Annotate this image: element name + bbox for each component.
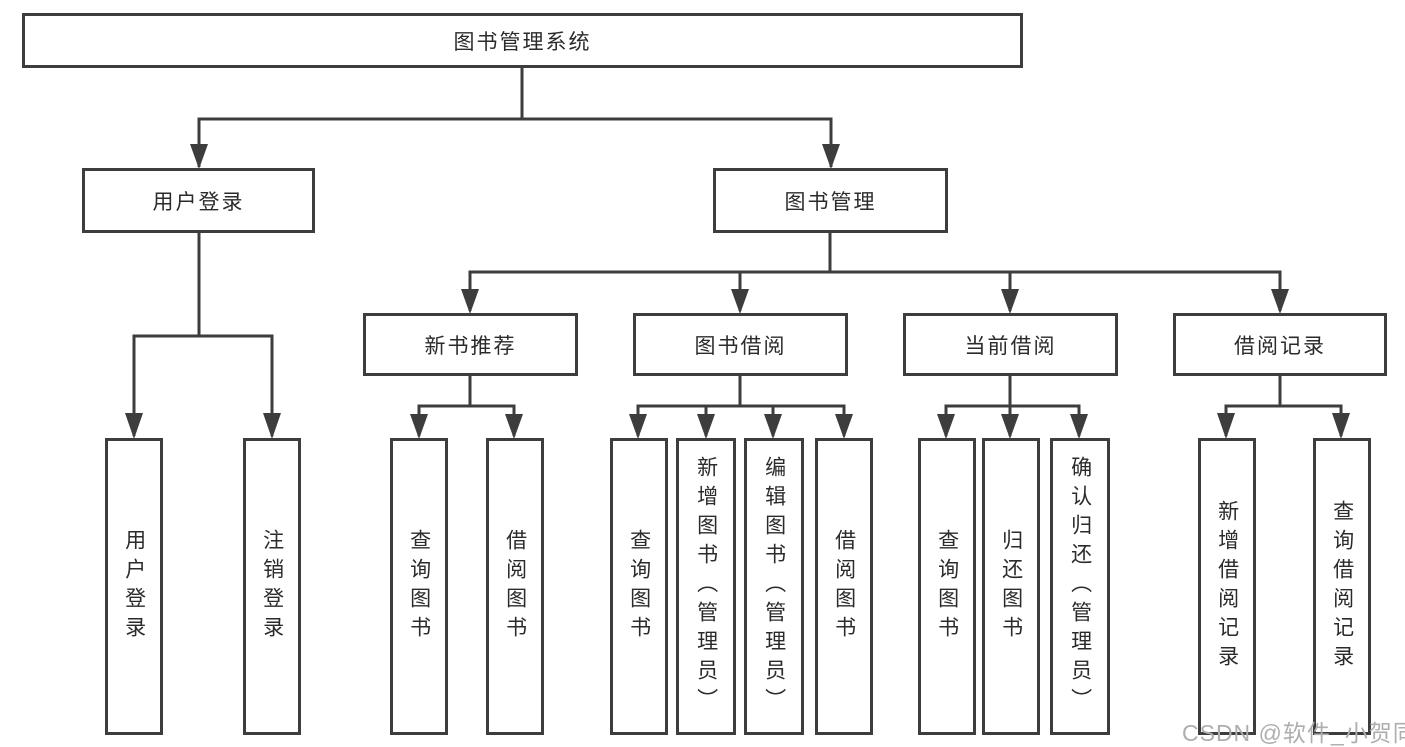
leaf-query-books-2: 查询图书 — [610, 438, 668, 735]
connector-new-book-rec-children — [410, 376, 523, 439]
leaf-logout: 注销登录 — [243, 438, 301, 735]
leaf-add-borrow-record: 新增借阅记录 — [1198, 438, 1256, 735]
node-book-borrow: 图书借阅 — [633, 313, 848, 376]
leaf-add-borrow-record-label: 新增借阅记录 — [1215, 499, 1239, 674]
leaf-user-login-label: 用户登录 — [122, 528, 146, 645]
leaf-query-books-3: 查询图书 — [918, 438, 976, 735]
connector-current-borrow-children — [937, 376, 1088, 439]
node-new-book-rec-label: 新书推荐 — [424, 334, 517, 358]
leaf-return-books-label: 归还图书 — [999, 528, 1023, 645]
node-user-login: 用户登录 — [82, 168, 315, 233]
csdn-watermark: CSDN @软件_小贺同学 — [1182, 720, 1405, 746]
leaf-query-borrow-record: 查询借阅记录 — [1313, 438, 1371, 735]
leaf-borrow-books-1: 借阅图书 — [486, 438, 544, 735]
node-new-book-rec: 新书推荐 — [363, 313, 578, 376]
connector-book-borrow-children — [629, 376, 853, 439]
leaf-edit-books-admin-label: 编辑图书（管理员） — [762, 456, 786, 717]
node-current-borrow-label: 当前借阅 — [964, 334, 1057, 358]
leaf-query-books-1-label: 查询图书 — [407, 528, 431, 645]
leaf-user-login: 用户登录 — [105, 438, 163, 735]
leaf-query-books-2-label: 查询图书 — [627, 528, 651, 645]
node-root-label: 图书管理系统 — [453, 30, 592, 54]
leaf-logout-label: 注销登录 — [260, 528, 284, 645]
leaf-query-borrow-record-label: 查询借阅记录 — [1330, 499, 1354, 674]
connector-borrow-records-children — [1217, 376, 1350, 439]
node-root: 图书管理系统 — [22, 13, 1023, 68]
leaf-return-books: 归还图书 — [982, 438, 1040, 735]
leaf-borrow-books-2: 借阅图书 — [815, 438, 873, 735]
leaf-add-books-admin: 新增图书（管理员） — [676, 438, 736, 735]
node-current-borrow: 当前借阅 — [903, 313, 1118, 376]
leaf-borrow-books-1-label: 借阅图书 — [503, 528, 527, 645]
connector-root-to-level2 — [190, 68, 840, 169]
connector-user-login-children — [125, 233, 281, 439]
leaf-confirm-return-admin: 确认归还（管理员） — [1050, 438, 1110, 735]
leaf-add-books-admin-label: 新增图书（管理员） — [694, 456, 718, 717]
connector-book-mgmt-children — [461, 233, 1289, 314]
node-borrow-records-label: 借阅记录 — [1234, 334, 1326, 358]
leaf-query-books-3-label: 查询图书 — [935, 528, 959, 645]
node-book-mgmt-label: 图书管理 — [784, 190, 877, 214]
node-book-borrow-label: 图书借阅 — [694, 334, 787, 358]
node-book-mgmt: 图书管理 — [713, 168, 948, 233]
leaf-query-books-1: 查询图书 — [390, 438, 448, 735]
leaf-borrow-books-2-label: 借阅图书 — [832, 528, 856, 645]
node-borrow-records: 借阅记录 — [1173, 313, 1387, 376]
leaf-confirm-return-admin-label: 确认归还（管理员） — [1068, 456, 1092, 717]
node-user-login-label: 用户登录 — [152, 190, 245, 214]
leaf-edit-books-admin: 编辑图书（管理员） — [744, 438, 804, 735]
